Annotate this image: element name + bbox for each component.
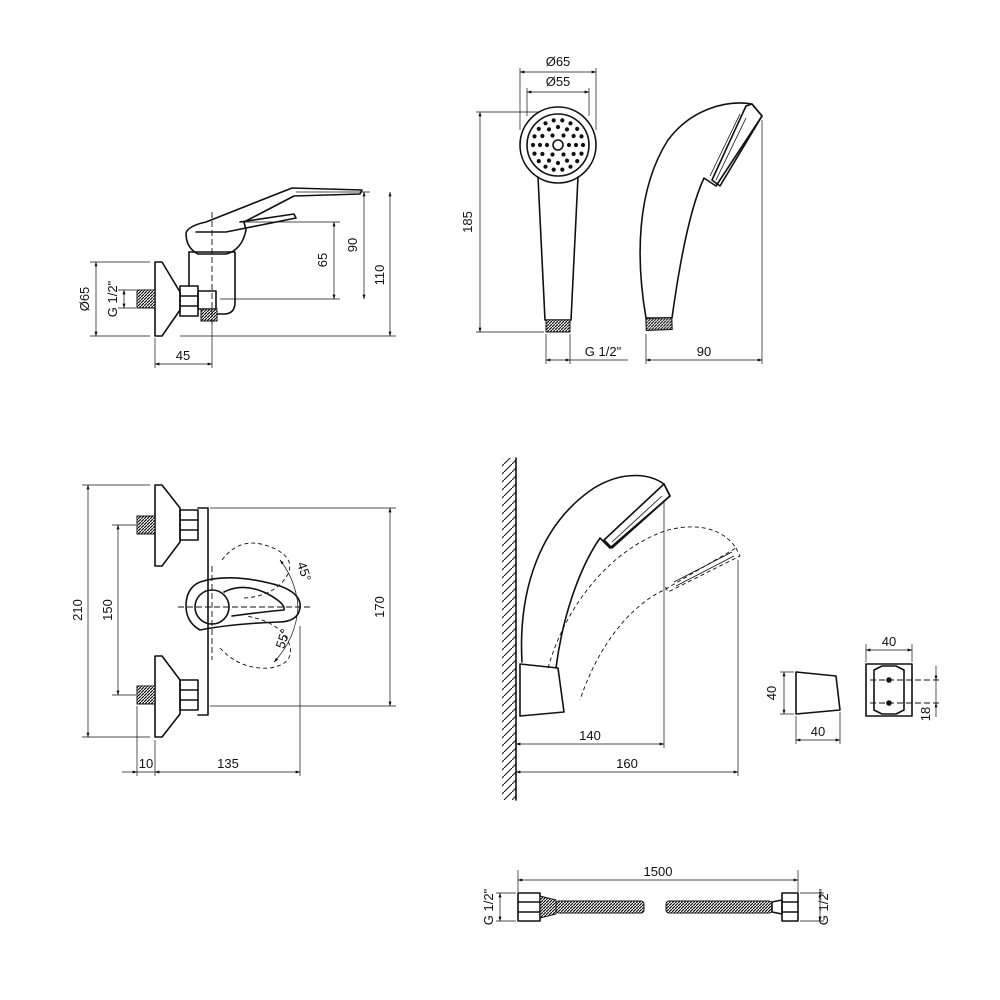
dim-wall-holder-140: 140 (579, 728, 601, 743)
mixer-side-view: Ø65 G 1/2" 65 90 110 45 (77, 187, 396, 368)
dim-handshower-90: 90 (697, 344, 711, 359)
spray-hole (575, 126, 580, 131)
spray-hole (573, 142, 579, 148)
spray-hole (551, 167, 556, 172)
handshower-front-view: Ø65 Ø55 185 G 1/2" (460, 54, 628, 364)
spray-hole (555, 124, 561, 130)
spray-hole (579, 134, 584, 139)
spray-hole (564, 158, 570, 163)
spray-hole (579, 151, 584, 156)
dim-mixer-side-65: 65 (315, 253, 330, 267)
dim-handshower-d65: Ø65 (546, 54, 571, 69)
hose-view: 1500 G 1/2" G 1/2" (481, 864, 831, 925)
spray-hole (544, 142, 550, 148)
spray-hole (550, 152, 555, 157)
spray-hole (536, 126, 541, 131)
dim-mixer-side-45: 45 (176, 348, 190, 363)
mixer-front-view: 210 150 170 10 135 45° 55° (70, 484, 396, 776)
dim-mixer-side-thread: G 1/2" (105, 280, 120, 317)
spray-hole (543, 164, 548, 169)
bracket-views: 40 40 40 18 (764, 634, 940, 744)
dim-mixer-side-90: 90 (345, 238, 360, 252)
spray-hole (537, 142, 543, 148)
dim-mixer-front-10: 10 (139, 756, 153, 771)
dim-mixer-side-110: 110 (372, 265, 387, 286)
spray-hole (540, 133, 545, 139)
dim-hose-thread-right: G 1/2" (816, 888, 831, 925)
spray-hole (566, 142, 572, 148)
spray-hole (540, 151, 545, 157)
spray-hole (560, 118, 565, 123)
dim-bracket-40-bottom: 40 (811, 724, 825, 739)
spray-hole (546, 127, 552, 132)
dim-wall-holder-160: 160 (616, 756, 638, 771)
spray-hole (551, 118, 556, 123)
spray-hole (571, 133, 576, 139)
spray-hole (575, 159, 580, 164)
spray-holes (530, 118, 586, 172)
spray-hole (555, 160, 561, 166)
spray-hole (564, 127, 570, 132)
spray-hole (530, 142, 536, 148)
spray-hole (560, 167, 565, 172)
spray-hole (536, 159, 541, 164)
dim-mixer-front-angle-45: 45° (294, 560, 314, 583)
dim-mixer-front-angle-55: 55° (273, 627, 293, 650)
spray-hole (532, 151, 537, 156)
dim-mixer-front-170: 170 (372, 596, 387, 618)
dim-handshower-thread: G 1/2" (585, 344, 622, 359)
spray-hole (568, 164, 573, 169)
spray-hole (550, 133, 555, 138)
dim-bracket-40-height: 40 (764, 686, 779, 700)
dim-mixer-front-210: 210 (70, 599, 85, 621)
dim-handshower-185: 185 (460, 211, 475, 233)
spray-hole (580, 142, 586, 148)
handshower-side-view: 90 (639, 102, 763, 364)
spray-hole (546, 158, 552, 163)
spray-hole (561, 133, 566, 138)
dim-hose-thread-left: G 1/2" (481, 888, 496, 925)
spray-hole (568, 121, 573, 126)
spray-hole (561, 152, 566, 157)
wall-holder-view: 140 160 (502, 457, 741, 801)
spray-hole (543, 121, 548, 126)
dim-hose-length: 1500 (644, 864, 673, 879)
spray-hole (571, 151, 576, 157)
spray-hole (532, 134, 537, 139)
dim-bracket-40-top: 40 (882, 634, 896, 649)
dim-mixer-side-d65: Ø65 (77, 287, 92, 312)
dim-mixer-front-135: 135 (217, 756, 239, 771)
dim-mixer-front-150: 150 (100, 599, 115, 621)
dim-handshower-d55: Ø55 (546, 74, 571, 89)
dim-bracket-18: 18 (918, 707, 933, 721)
